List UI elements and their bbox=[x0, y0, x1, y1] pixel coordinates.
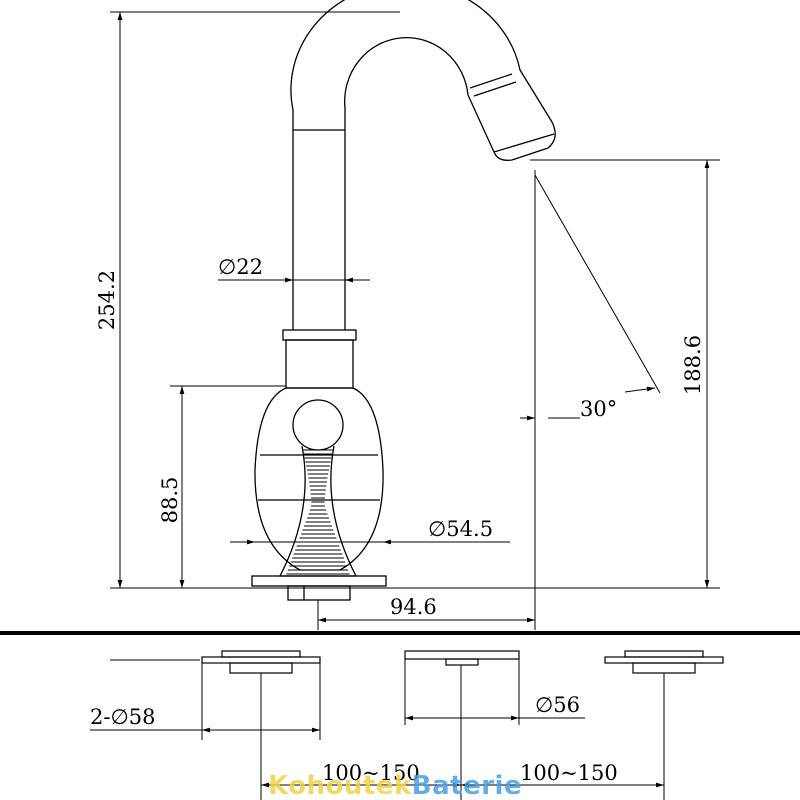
watermark-logo: KohoutekBaterie bbox=[268, 771, 522, 800]
faucet-outline bbox=[251, 0, 556, 601]
watermark-part2: Baterie bbox=[412, 771, 522, 800]
lower-dimension-lines bbox=[90, 659, 665, 800]
dimension-lines bbox=[110, 11, 720, 630]
spout-base-diameter-label: ∅56 bbox=[535, 693, 580, 717]
body-diameter-label: ∅54.5 bbox=[428, 517, 493, 541]
reach-label: 94.6 bbox=[390, 595, 437, 619]
handle-ribs bbox=[286, 449, 350, 575]
body-height-label: 88.5 bbox=[158, 477, 182, 524]
spread-left-label: 100~150 bbox=[322, 761, 420, 785]
angle-label: 30° bbox=[580, 397, 617, 421]
watermark-part1: Kohoutek bbox=[268, 771, 412, 800]
handle-base-diameter-label: 2-∅58 bbox=[90, 705, 155, 729]
base-plates bbox=[201, 650, 724, 674]
spread-right-label: 100~150 bbox=[520, 761, 618, 785]
spout-height-label: 188.6 bbox=[681, 335, 705, 395]
svg-text:KohoutekBaterie: KohoutekBaterie bbox=[268, 771, 522, 800]
pipe-diameter-label: ∅22 bbox=[218, 255, 263, 279]
total-height-label: 254.2 bbox=[95, 270, 119, 330]
